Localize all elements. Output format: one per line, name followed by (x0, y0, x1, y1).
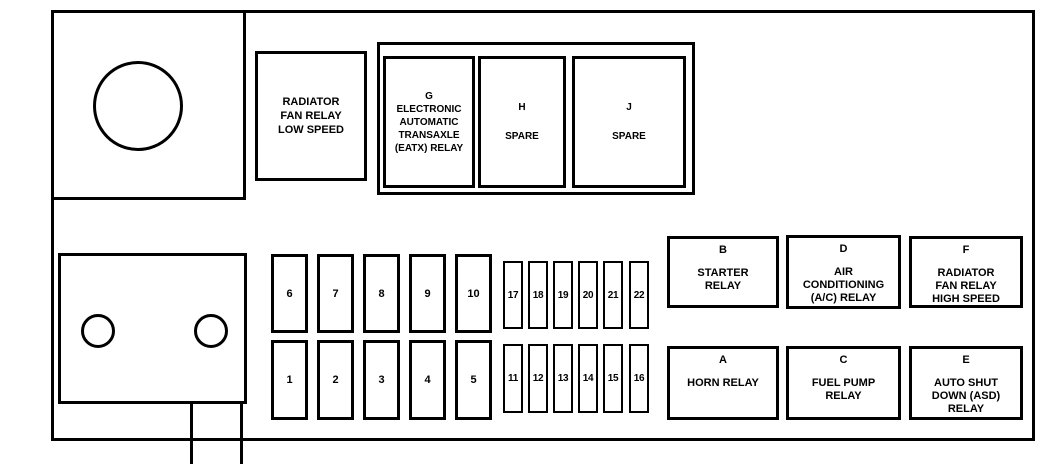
relay-b-starter: B STARTER RELAY (667, 236, 779, 308)
relay-name: STARTER RELAY (697, 267, 749, 292)
fuse-20: 20 (578, 261, 598, 329)
relay-c-fuel-pump: C FUEL PUMP RELAY (786, 346, 901, 420)
relay-radiator-fan-low-speed: RADIATOR FAN RELAY LOW SPEED (255, 51, 367, 181)
connector-leg-left (190, 402, 193, 464)
fuse-6: 6 (271, 254, 308, 333)
relay-name: AUTO SHUT DOWN (ASD) RELAY (931, 377, 1001, 415)
relay-name: RADIATOR FAN RELAY HIGH SPEED (932, 267, 1000, 305)
relay-name: HORN RELAY (687, 377, 759, 389)
relay-name: SPARE (505, 131, 539, 142)
fuse-8: 8 (363, 254, 400, 333)
relay-code: A (719, 354, 727, 366)
fuse-1: 1 (271, 340, 308, 420)
fuse-19: 19 (553, 261, 573, 329)
relay-code: J (626, 102, 632, 113)
relay-j-spare: J SPARE (572, 56, 686, 188)
fuse-22: 22 (629, 261, 649, 329)
fuse-5: 5 (455, 340, 492, 420)
relay-e-auto-shut-down: E AUTO SHUT DOWN (ASD) RELAY (909, 346, 1023, 420)
relay-g-eatx: G ELECTRONIC AUTOMATIC TRANSAXLE (EATX) … (383, 56, 475, 188)
small-circle-terminal-right (194, 314, 228, 348)
relay-code: D (839, 243, 848, 255)
relay-a-horn: A HORN RELAY (667, 346, 779, 420)
fuse-4: 4 (409, 340, 446, 420)
fuse-16: 16 (629, 344, 649, 413)
fuse-7: 7 (317, 254, 354, 333)
fuse-17: 17 (503, 261, 523, 329)
fuse-2: 2 (317, 340, 354, 420)
relay-h-spare: H SPARE (478, 56, 566, 188)
fuse-10: 10 (455, 254, 492, 333)
relay-code: F (962, 244, 970, 256)
relay-name: SPARE (612, 131, 646, 142)
relay-name: ELECTRONIC AUTOMATIC TRANSAXLE (EATX) RE… (394, 103, 464, 154)
relay-code: C (839, 354, 848, 366)
fuse-21: 21 (603, 261, 623, 329)
relay-code: E (962, 354, 970, 366)
relay-d-air-conditioning: D AIR CONDITIONING (A/C) RELAY (786, 235, 901, 309)
fuse-18: 18 (528, 261, 548, 329)
fuse-3: 3 (363, 340, 400, 420)
connector-leg-right (240, 402, 243, 464)
relay-name: AIR CONDITIONING (A/C) RELAY (802, 266, 885, 304)
relay-f-radiator-fan-high-speed: F RADIATOR FAN RELAY HIGH SPEED (909, 236, 1023, 308)
fuse-15: 15 (603, 344, 623, 413)
fuse-11: 11 (503, 344, 523, 413)
relay-name: FUEL PUMP RELAY (811, 377, 876, 402)
fuse-14: 14 (578, 344, 598, 413)
relay-code: B (719, 244, 727, 256)
relay-code: G (425, 90, 433, 102)
fuse-13: 13 (553, 344, 573, 413)
fuse-9: 9 (409, 254, 446, 333)
relay-code: H (518, 102, 526, 113)
large-circle-terminal (93, 61, 183, 151)
small-circle-terminal-left (81, 314, 115, 348)
fuse-12: 12 (528, 344, 548, 413)
